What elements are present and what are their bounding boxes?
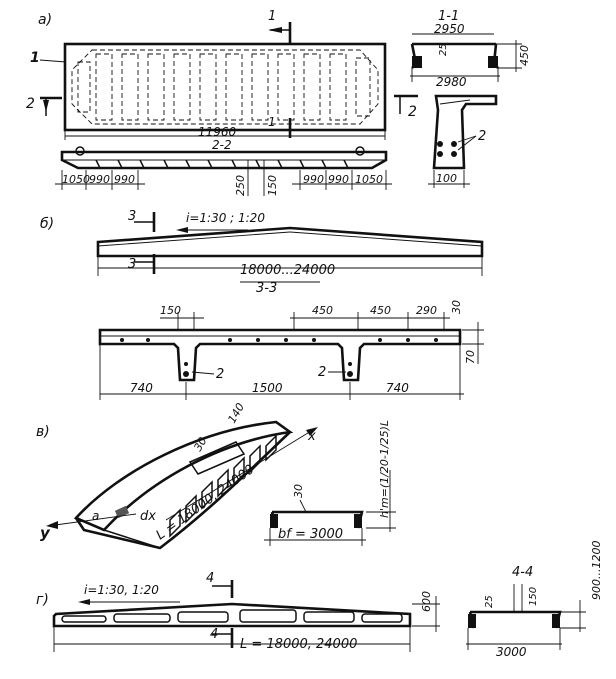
dim-30-shell: 30 [191,435,209,454]
dim-250: 250 [234,175,247,196]
dim-bf: bf = 3000 [278,527,343,542]
shell-top-surface [73,420,294,532]
dim-hm: h'm=(1/20-1/25)L [378,420,391,518]
section-2-2-ribs [95,159,349,169]
dim-30-33: 30 [450,300,463,314]
label-a: a [92,509,99,523]
fig-g-label: г) [36,592,49,608]
dim-740b: 740 [386,381,409,395]
callout-2a: 2 [216,367,224,382]
section-4-4-profile [468,610,562,629]
dim-450a: 450 [312,304,333,317]
slope-b: i=1:30 ; 1:20 [186,211,265,225]
dim-150-33: 150 [160,304,181,317]
dim-100: 100 [436,172,457,185]
shell-cutout [188,441,246,475]
fig-v-group: в) x y dx a L = 18000, 24000 140 30 30 [36,401,396,550]
detail-mark-2: 2 [408,104,417,120]
section-4-4-title: 4-4 [512,565,533,580]
mark-1-leader [39,59,67,63]
fig-g-group: г) i=1:30, 1:20 4 600 4 L = 18000, 24000… [36,541,603,659]
span-g: L = 18000, 24000 [240,637,357,652]
slab-plan-inner-outline [71,49,379,125]
dim-450-11: 450 [518,45,531,66]
dim-25-44: 25 [484,595,495,608]
slope-g: i=1:30, 1:20 [84,583,159,597]
section-3-bottom-label: 3 [128,257,136,272]
beam-b-profile [96,226,484,258]
section-2-left-label: 2 [26,96,35,112]
slab-plan-outline [63,42,387,132]
section-3-3-profile [98,328,462,382]
dim-450b: 450 [370,304,391,317]
dim-11960: 11960 [198,125,237,139]
section-1-1-rib-right [488,56,498,68]
dim-1500: 1500 [252,381,283,395]
section-3-3-bars [120,338,438,377]
dim-600: 600 [420,591,433,612]
section-2-2-title: 2-2 [212,138,232,152]
callout-2-detail: 2 [478,129,486,144]
dim-3000-44: 3000 [496,645,527,659]
section-1-bottom-label: 1 [268,115,276,129]
dim-2980: 2980 [436,75,467,89]
section-v-profile [270,510,364,529]
dim-740a: 740 [130,381,153,395]
truss-g-panels [61,609,403,623]
section-3-3-title: 3-3 [256,281,277,296]
dim-990-left-1: 990 [89,173,110,186]
dim-990-right-2: 990 [328,173,349,186]
fig-a-group: а) 1 1 1 2 [26,9,392,196]
dim-990-left-2: 990 [114,173,135,186]
dim-990-right-1: 990 [303,173,324,186]
dim-2950: 2950 [434,22,465,36]
dim-1050-left: 1050 [62,173,90,186]
fig-b-label: б) [40,216,54,232]
dim-1050-right: 1050 [355,173,383,186]
dim-span-b: 18000...24000 [240,263,335,278]
dim-140-shell: 140 [225,401,247,426]
section-1-1-title: 1-1 [438,9,459,24]
mark-1-label: 1 [30,50,40,66]
section-v-30: 30 [292,484,305,498]
fig-b-group: б) 3 i=1:30 ; 1:20 3 18000...24000 3-3 [40,209,484,400]
section-1-1-group: 1-1 2950 25 450 2980 2 2 100 [394,9,531,188]
section-1-top-label: 1 [268,9,276,24]
fig-a-label: а) [38,12,52,28]
section-1-1-profile [410,42,499,69]
shell-span: L = 18000, 24000 [154,462,258,543]
section-4-top-label: 4 [206,571,214,586]
dim-25-11: 25 [438,43,449,56]
axis-x: x [307,429,316,444]
slab-plan-cells [77,53,371,121]
dim-70-33: 70 [464,350,477,364]
axis-x-line [165,427,317,521]
callout-2b: 2 [318,365,326,380]
section-1-1-rib-left [412,56,422,68]
detail-rib-profile [432,94,498,170]
shell-body [74,431,291,550]
dim-150: 150 [266,175,279,196]
dim-150-44: 150 [528,587,539,606]
fig-v-label: в) [36,424,50,440]
label-dx: dx [140,509,156,524]
section-3-top-label: 3 [128,209,136,224]
dim-290: 290 [416,304,437,317]
axis-y-line [47,513,137,527]
dim-900-1200: 900...1200 [590,541,603,600]
truss-g-profile [52,602,412,628]
shell-element-dx [114,505,130,519]
axis-y: y [40,524,51,542]
